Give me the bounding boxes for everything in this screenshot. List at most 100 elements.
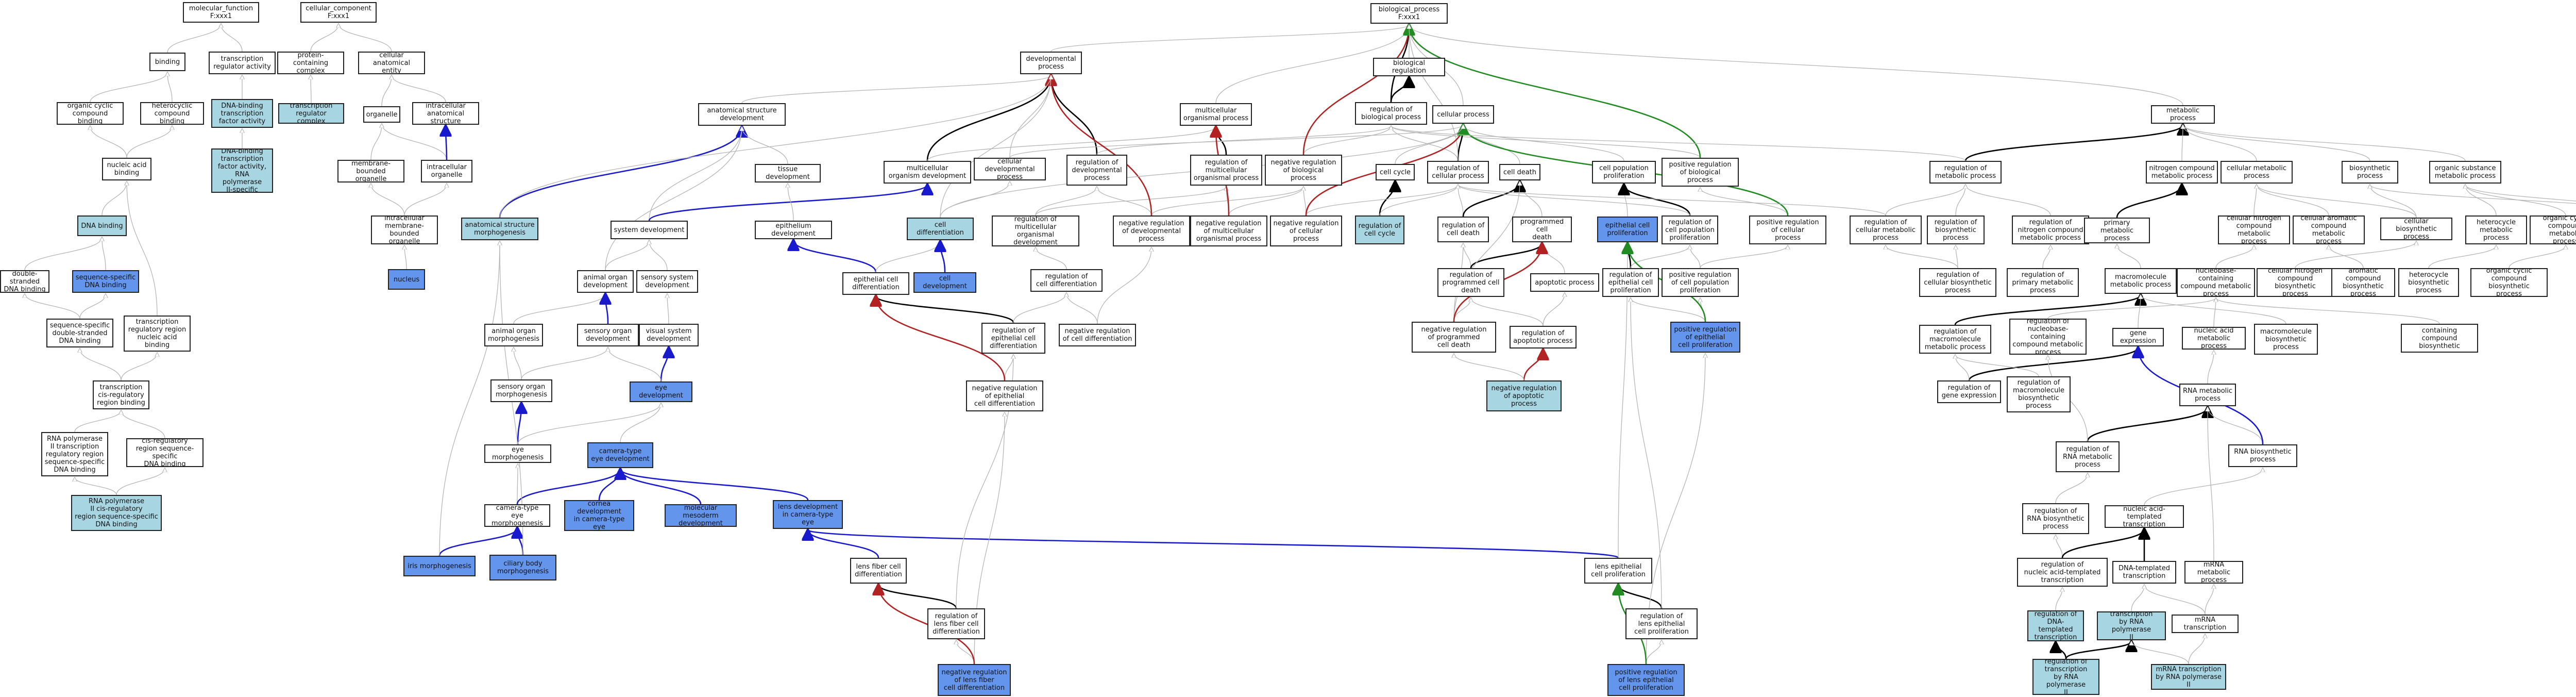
go-term-bio-reg[interactable]: biological regulation xyxy=(1373,58,1445,76)
go-term-sys-dev[interactable]: system development xyxy=(611,221,688,239)
go-term-eye-dev[interactable]: eye development xyxy=(630,381,692,402)
go-term-eye-morph[interactable]: eye morphogenesis xyxy=(484,444,551,463)
go-term-tissue-dev[interactable]: tissue development xyxy=(755,164,821,182)
go-term-nucleus[interactable]: nucleus xyxy=(388,269,425,290)
go-term-mrna-trans[interactable]: mRNA transcription xyxy=(2172,615,2239,633)
go-term-organelle[interactable]: organelle xyxy=(363,106,400,123)
go-term-iris-morph[interactable]: iris morphogenesis xyxy=(403,556,476,576)
go-term-gene-expr[interactable]: gene expression xyxy=(2112,328,2164,346)
go-term-binding[interactable]: binding xyxy=(149,53,185,71)
go-term-dna-bind[interactable]: DNA binding xyxy=(77,215,127,236)
go-term-cell-devel[interactable]: cell development xyxy=(913,272,976,293)
go-term-apop[interactable]: apoptotic process xyxy=(1530,273,1599,292)
go-term-cell-cycle[interactable]: cell cycle xyxy=(1376,164,1415,180)
